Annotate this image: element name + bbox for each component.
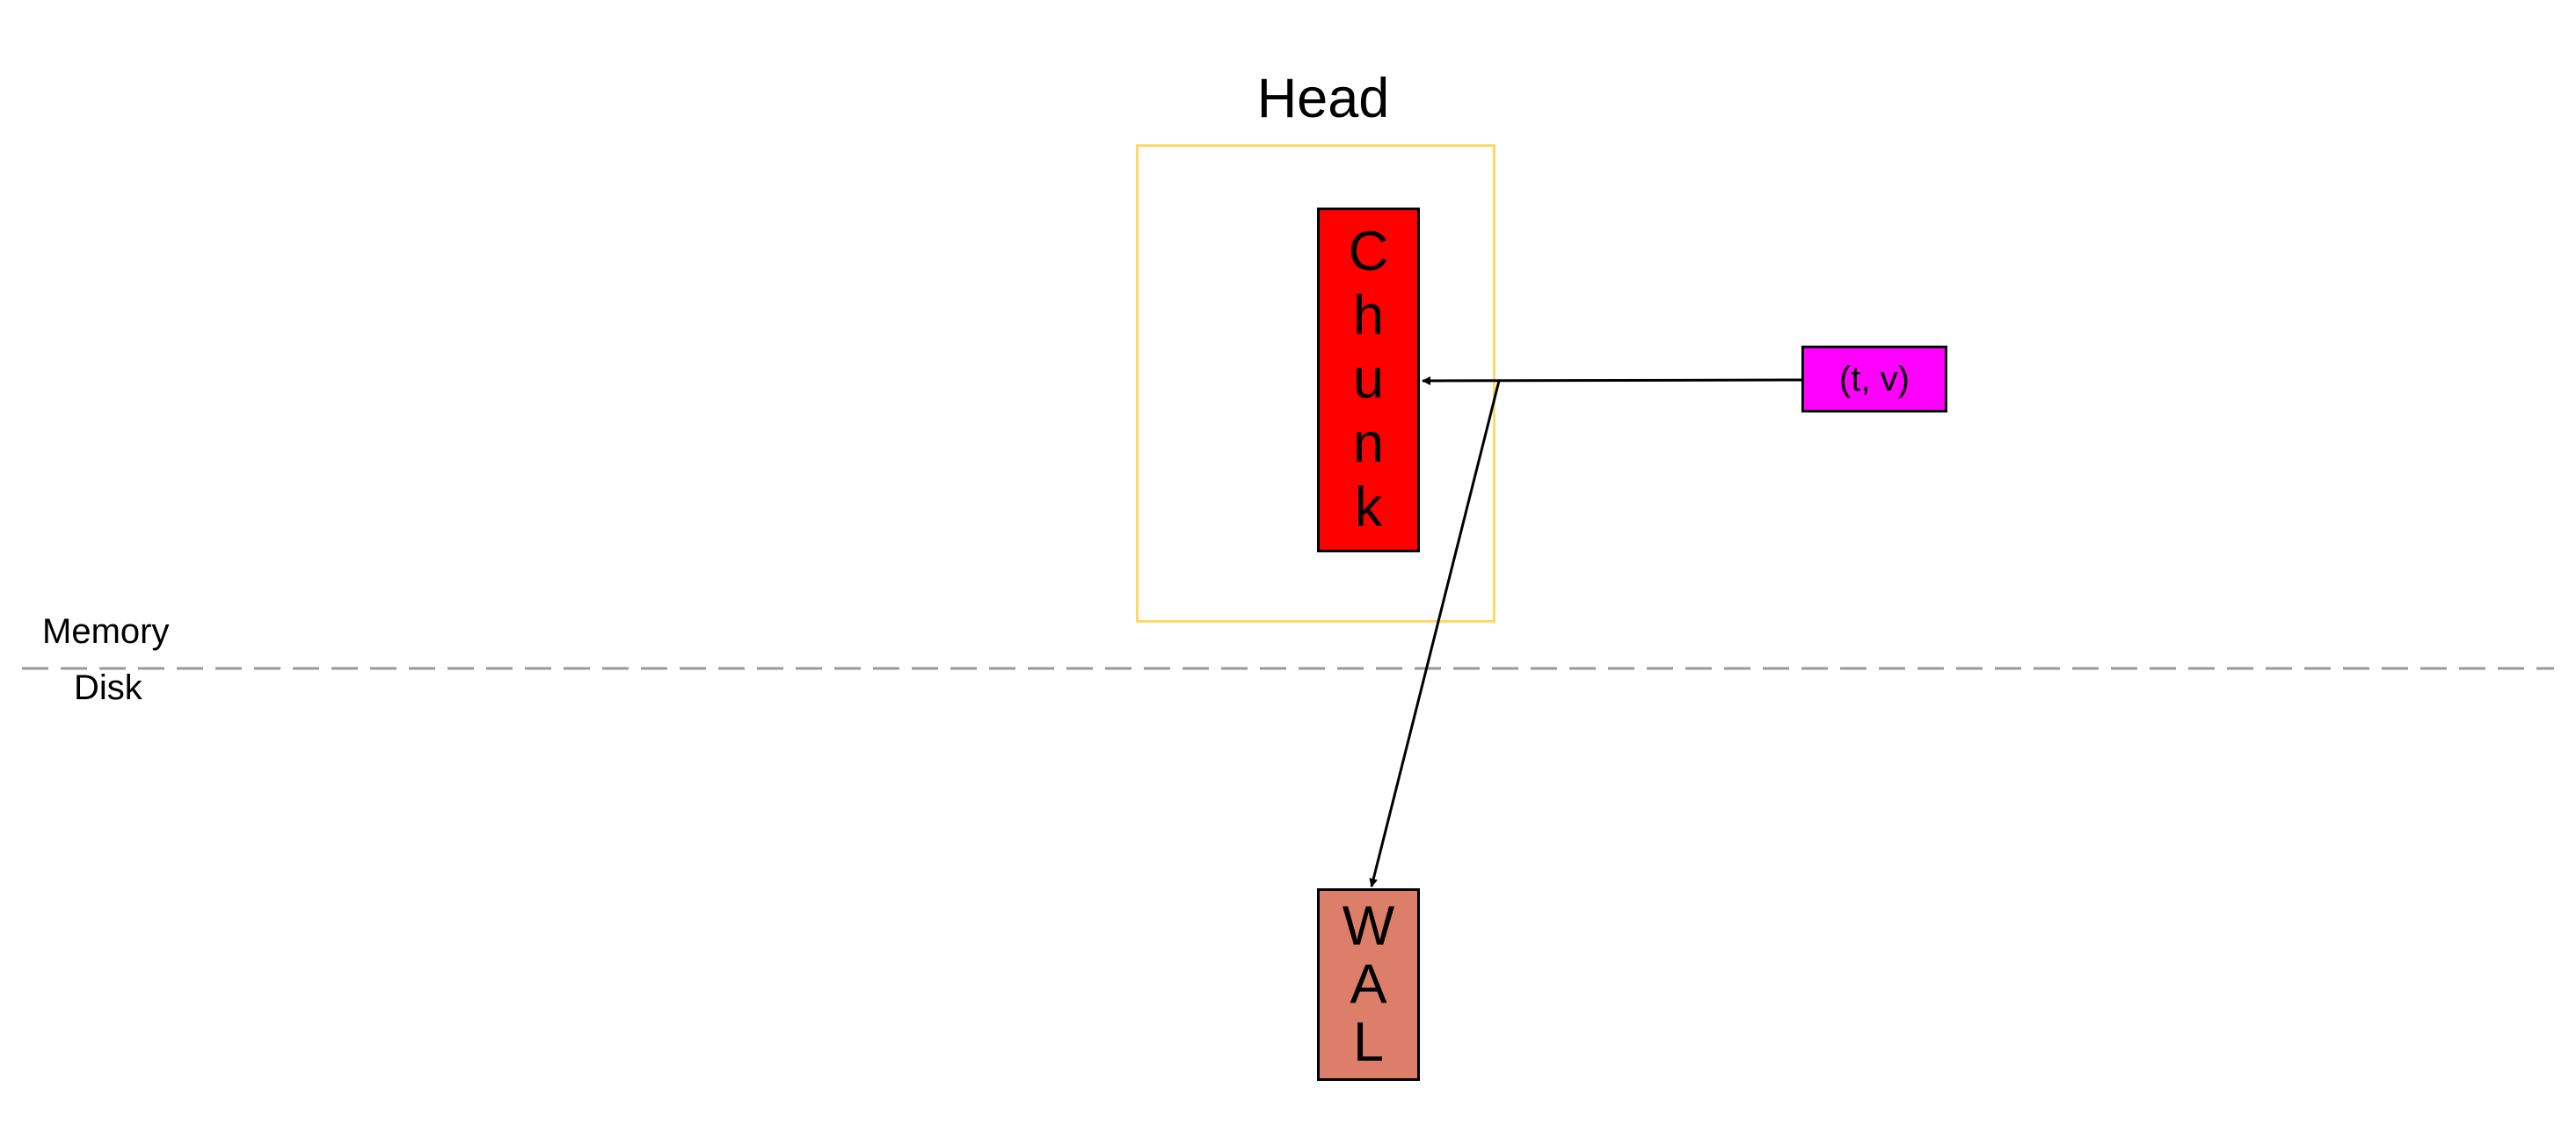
chunk-box: C h u n k — [1317, 208, 1420, 552]
chunk-label: C h u n k — [1320, 210, 1417, 550]
sample-label: (t, v) — [1839, 359, 1910, 398]
memory-label: Memory — [42, 612, 170, 651]
chunk-letter: C — [1348, 220, 1389, 282]
sample-box: (t, v) — [1801, 346, 1947, 412]
chunk-letter: k — [1354, 477, 1383, 539]
wal-letter: A — [1350, 953, 1387, 1015]
head-title: Head — [1256, 68, 1390, 129]
chunk-letter: h — [1352, 284, 1385, 347]
disk-label: Disk — [74, 668, 142, 707]
append-arrow — [1422, 376, 1802, 385]
head-container — [1136, 144, 1495, 623]
wal-box: W A L — [1317, 888, 1420, 1081]
wal-write-arrow — [1369, 380, 1501, 887]
chunk-letter: u — [1352, 348, 1385, 411]
chunk-letter: n — [1352, 412, 1385, 475]
wal-letter: W — [1342, 895, 1395, 957]
wal-letter: L — [1352, 1011, 1385, 1073]
wal-label: W A L — [1320, 891, 1417, 1078]
